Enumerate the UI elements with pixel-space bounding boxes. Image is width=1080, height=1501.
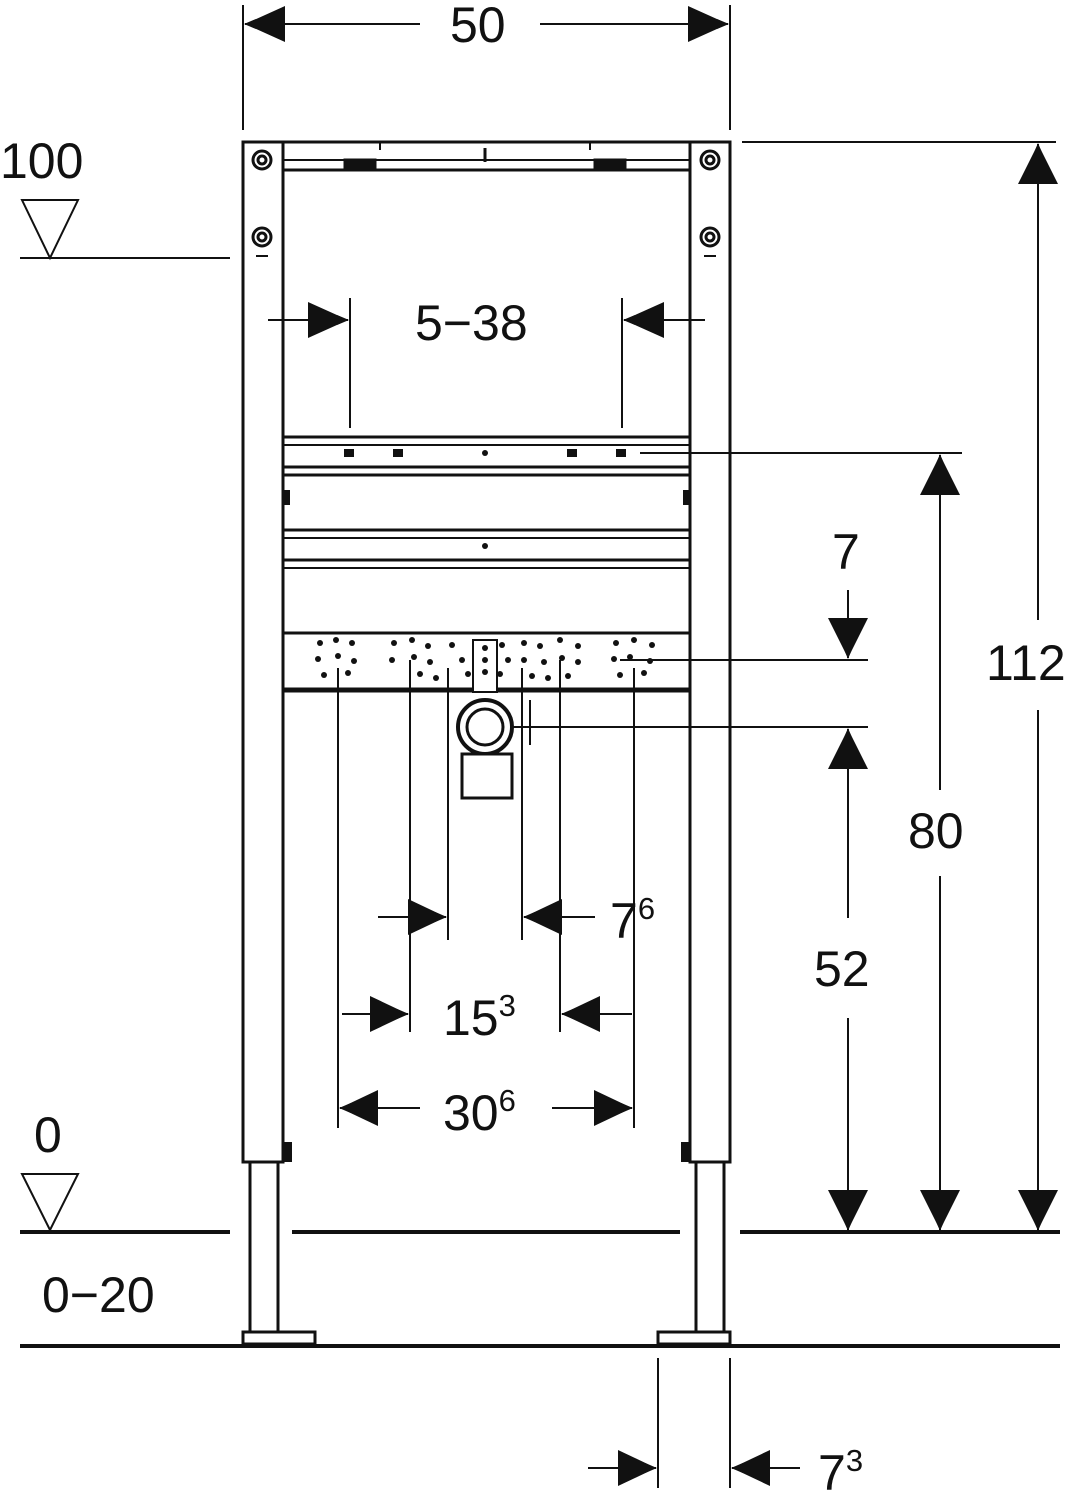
foot-width-label: 73	[818, 1442, 864, 1501]
level-markers	[20, 199, 80, 1233]
spacing-outer-label: 306	[443, 1082, 516, 1141]
crossbar-height-label: 80	[908, 803, 964, 859]
floor-range-label: 0−20	[42, 1267, 155, 1323]
total-height-label: 112	[986, 635, 1066, 691]
outlet-height-label: 52	[814, 941, 870, 997]
frame	[241, 140, 732, 1346]
dimension-lines	[242, 5, 1056, 1488]
floor-lines	[20, 257, 1060, 1348]
plate-perforations	[315, 637, 655, 681]
top-level-label: 100	[0, 133, 84, 189]
adjust-range-label: 5−38	[415, 295, 528, 351]
offset-top-label: 7	[832, 524, 860, 580]
arrowheads	[245, 6, 1058, 1486]
frame-width-label: 50	[450, 0, 506, 53]
floor-level-label: 0	[34, 1107, 62, 1163]
spacing-mid-label: 153	[443, 987, 516, 1046]
spacing-inner-label: 76	[610, 890, 656, 949]
